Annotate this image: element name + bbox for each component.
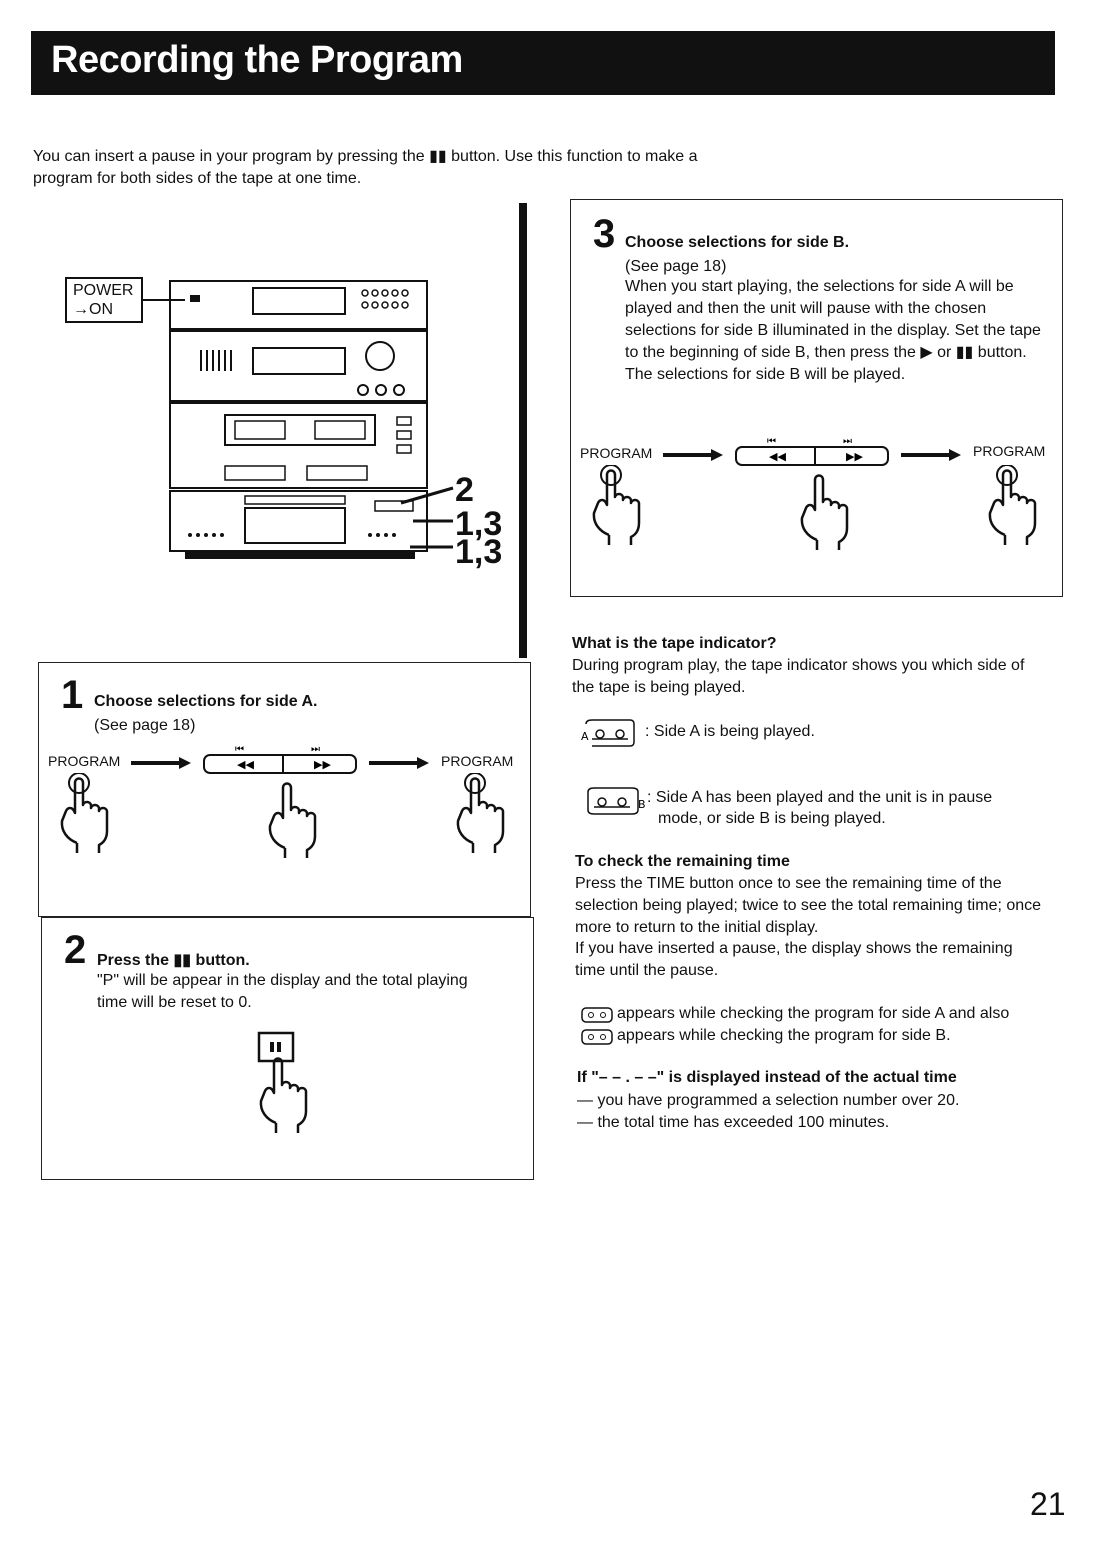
- arrow-icon: [663, 449, 723, 461]
- program-label-right: PROGRAM: [973, 443, 1046, 459]
- step-heading: Choose selections for side B.: [625, 234, 850, 251]
- step-heading: Press the ▮▮ button.: [97, 952, 250, 969]
- callout-1-3-upper: 1,3: [455, 505, 503, 543]
- power-label-box: POWER →ON: [65, 277, 143, 323]
- side-b-text-2: mode, or side B is being played.: [658, 810, 886, 827]
- page-reference: (See page 18): [625, 258, 727, 275]
- svg-text:A: A: [581, 730, 589, 743]
- step-number: 1: [61, 673, 84, 717]
- svg-text:⏭: ⏭: [311, 744, 320, 755]
- appears-side-b-text: appears while checking the program for s…: [617, 1027, 951, 1044]
- callout-1-3-lower: 1,3: [455, 533, 503, 571]
- remaining-time-heading: To check the remaining time: [575, 853, 790, 870]
- arrow-icon: [369, 757, 429, 769]
- step-number: 3: [593, 212, 616, 256]
- callout-2: 2: [455, 471, 474, 509]
- svg-text:⏮: ⏮: [767, 436, 776, 447]
- step-3-diagram: ◀◀ ▶▶ ⏮ ⏭: [592, 436, 1037, 550]
- arrow-icon: [131, 757, 191, 769]
- program-label-left: PROGRAM: [580, 445, 653, 461]
- step-number: 2: [64, 928, 87, 972]
- unit-figure: POWER →ON: [35, 203, 527, 658]
- svg-text:▶▶: ▶▶: [314, 758, 331, 771]
- power-label: POWER: [73, 282, 134, 299]
- step-body: "P" will be appear in the display and th…: [97, 972, 468, 1011]
- stereo-unit-drawing: [143, 280, 454, 559]
- page-number: 21: [1030, 1486, 1066, 1522]
- remaining-time-body-1: Press the TIME button once to see the re…: [575, 875, 1042, 936]
- appears-side-a-text: appears while checking the program for s…: [617, 1005, 1010, 1022]
- svg-text:▶▶: ▶▶: [846, 450, 863, 463]
- svg-text:◀◀: ◀◀: [769, 450, 786, 463]
- step-heading: Choose selections for side A.: [94, 693, 318, 710]
- program-label-left: PROGRAM: [48, 753, 121, 769]
- remaining-time-body-2: If you have inserted a pause, the displa…: [575, 940, 1013, 979]
- intro-text: You can insert a pause in your program b…: [33, 148, 698, 187]
- pause-button-diagram: [257, 1031, 308, 1133]
- dashes-line-1: — you have programmed a selection number…: [577, 1092, 960, 1109]
- step-2-panel: 2 Press the ▮▮ button. "P" will be appea…: [41, 917, 534, 1180]
- page-reference: (See page 18): [94, 717, 196, 734]
- arrow-icon: [901, 449, 961, 461]
- dashes-heading: If "– – . – –" is displayed instead of t…: [577, 1069, 957, 1086]
- title-bar: Recording the Program: [31, 31, 1055, 95]
- side-b-text-1: : Side A has been played and the unit is…: [647, 789, 993, 806]
- tape-indicator-heading: What is the tape indicator?: [572, 635, 777, 652]
- tape-side-a-icon: A: [581, 719, 635, 747]
- page-title: Recording the Program: [51, 39, 463, 81]
- tape-indicator-body: During program play, the tape indicator …: [572, 657, 1025, 696]
- step-body: When you start playing, the selections f…: [625, 278, 1041, 383]
- svg-text:◀◀: ◀◀: [237, 758, 254, 771]
- program-label-right: PROGRAM: [441, 753, 514, 769]
- svg-text:⏭: ⏭: [843, 436, 852, 447]
- step-3-panel: 3 Choose selections for side B. (See pag…: [570, 199, 1063, 597]
- svg-text:⏮: ⏮: [235, 744, 244, 755]
- dashes-line-2: — the total time has exceeded 100 minute…: [577, 1114, 890, 1131]
- tape-side-b-icon: B: [587, 787, 646, 815]
- step-1-diagram: ◀◀ ▶▶ ⏮ ⏭: [60, 744, 505, 858]
- tape-small-icons: [581, 1007, 613, 1045]
- svg-text:B: B: [638, 798, 646, 811]
- step-1-panel: 1 Choose selections for side A. (See pag…: [38, 662, 531, 917]
- side-a-text: : Side A is being played.: [645, 723, 815, 740]
- power-on-label: →ON: [73, 301, 113, 318]
